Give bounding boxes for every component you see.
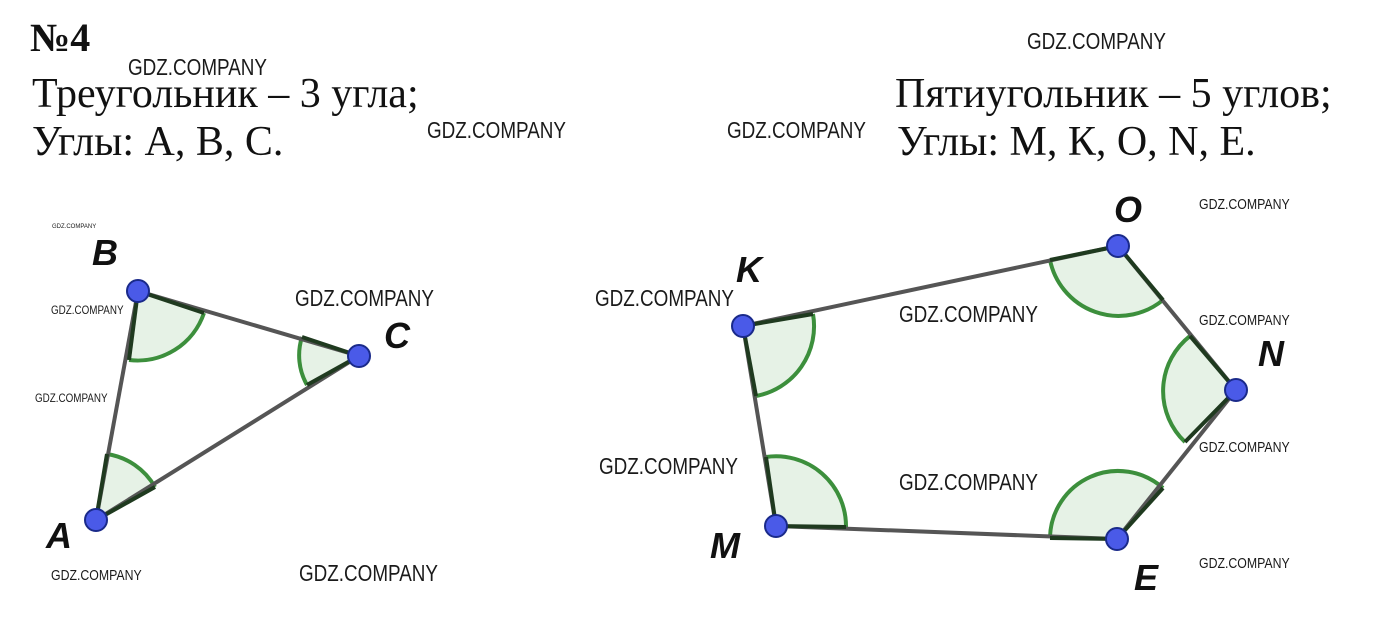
triangle-edge-ca	[94, 354, 361, 522]
watermark: GDZ.COMPANY	[299, 560, 439, 586]
pentagon-angle-k-arc	[755, 313, 817, 398]
pentagon-angle-k	[743, 314, 815, 396]
pentagon-angle-o-arc	[1048, 259, 1165, 318]
pentagon-label-n: N	[1258, 333, 1285, 374]
pentagon: K O N E M	[710, 189, 1285, 598]
watermark: GDZ.COMPANY	[51, 567, 142, 584]
watermark: GDZ.COMPANY	[727, 117, 867, 143]
pentagon-point-e	[1105, 527, 1129, 551]
watermark: GDZ.COMPANY	[1199, 555, 1290, 572]
triangle-angle-a-arc	[106, 452, 157, 489]
triangle-point-b	[126, 279, 150, 303]
triangle-label-a: A	[45, 515, 72, 556]
triangle-point-c	[347, 344, 371, 368]
watermark: GDZ.COMPANY	[599, 453, 739, 479]
watermark: GDZ.COMPANY	[899, 469, 1039, 495]
watermark: GDZ.COMPANY	[427, 117, 567, 143]
triangle-angle-c-arc	[297, 336, 309, 386]
pentagon-point-n	[1224, 378, 1248, 402]
triangle-angle-count: Треугольник – 3 угла;	[32, 71, 419, 117]
pentagon-edge-dark-6	[1183, 388, 1238, 444]
watermark: GDZ.COMPANY	[128, 54, 268, 80]
triangle-label-c: C	[384, 315, 411, 356]
pentagon-label-o: O	[1114, 189, 1142, 230]
pentagon-angle-list: Углы: М, К, О, N, Е.	[897, 119, 1256, 165]
pentagon-point-o	[1106, 234, 1130, 258]
pentagon-angle-count: Пятиугольник – 5 углов;	[895, 71, 1332, 117]
pentagon-label-e: E	[1134, 557, 1159, 598]
triangle-point-a	[84, 508, 108, 532]
triangle-angle-c	[299, 337, 359, 385]
triangle-label-b: B	[92, 232, 118, 273]
pentagon-label-m: M	[710, 525, 741, 566]
watermark: GDZ.COMPANY	[595, 285, 735, 311]
watermark: GDZ.COMPANY	[1199, 439, 1290, 456]
triangle-angle-b-arc	[128, 312, 206, 363]
pentagon-angle-n-arc	[1161, 334, 1192, 444]
watermark: GDZ.COMPANY	[1027, 28, 1167, 54]
pentagon-angle-e	[1050, 470, 1163, 539]
watermark: GDZ.COMPANY	[1199, 196, 1290, 213]
watermark: GDZ.COMPANY	[52, 224, 97, 230]
pentagon-angle-m-arc	[765, 454, 849, 528]
watermark: GDZ.COMPANY	[51, 303, 124, 317]
pentagon-angle-m	[766, 456, 847, 527]
watermark: GDZ.COMPANY	[1199, 312, 1290, 329]
problem-number: №4	[30, 15, 91, 60]
pentagon-angle-n	[1163, 336, 1236, 442]
pentagon-label-k: K	[736, 249, 765, 290]
watermark: GDZ.COMPANY	[899, 301, 1039, 327]
triangle: A B C	[45, 232, 411, 556]
watermark: GDZ.COMPANY	[295, 285, 435, 311]
pentagon-angle-o	[1050, 246, 1163, 316]
watermark: GDZ.COMPANY	[35, 391, 108, 405]
pentagon-point-k	[731, 314, 755, 338]
pentagon-angle-e-arc	[1048, 469, 1165, 539]
triangle-angle-list: Углы: А, В, С.	[32, 119, 284, 165]
pentagon-point-m	[764, 514, 788, 538]
